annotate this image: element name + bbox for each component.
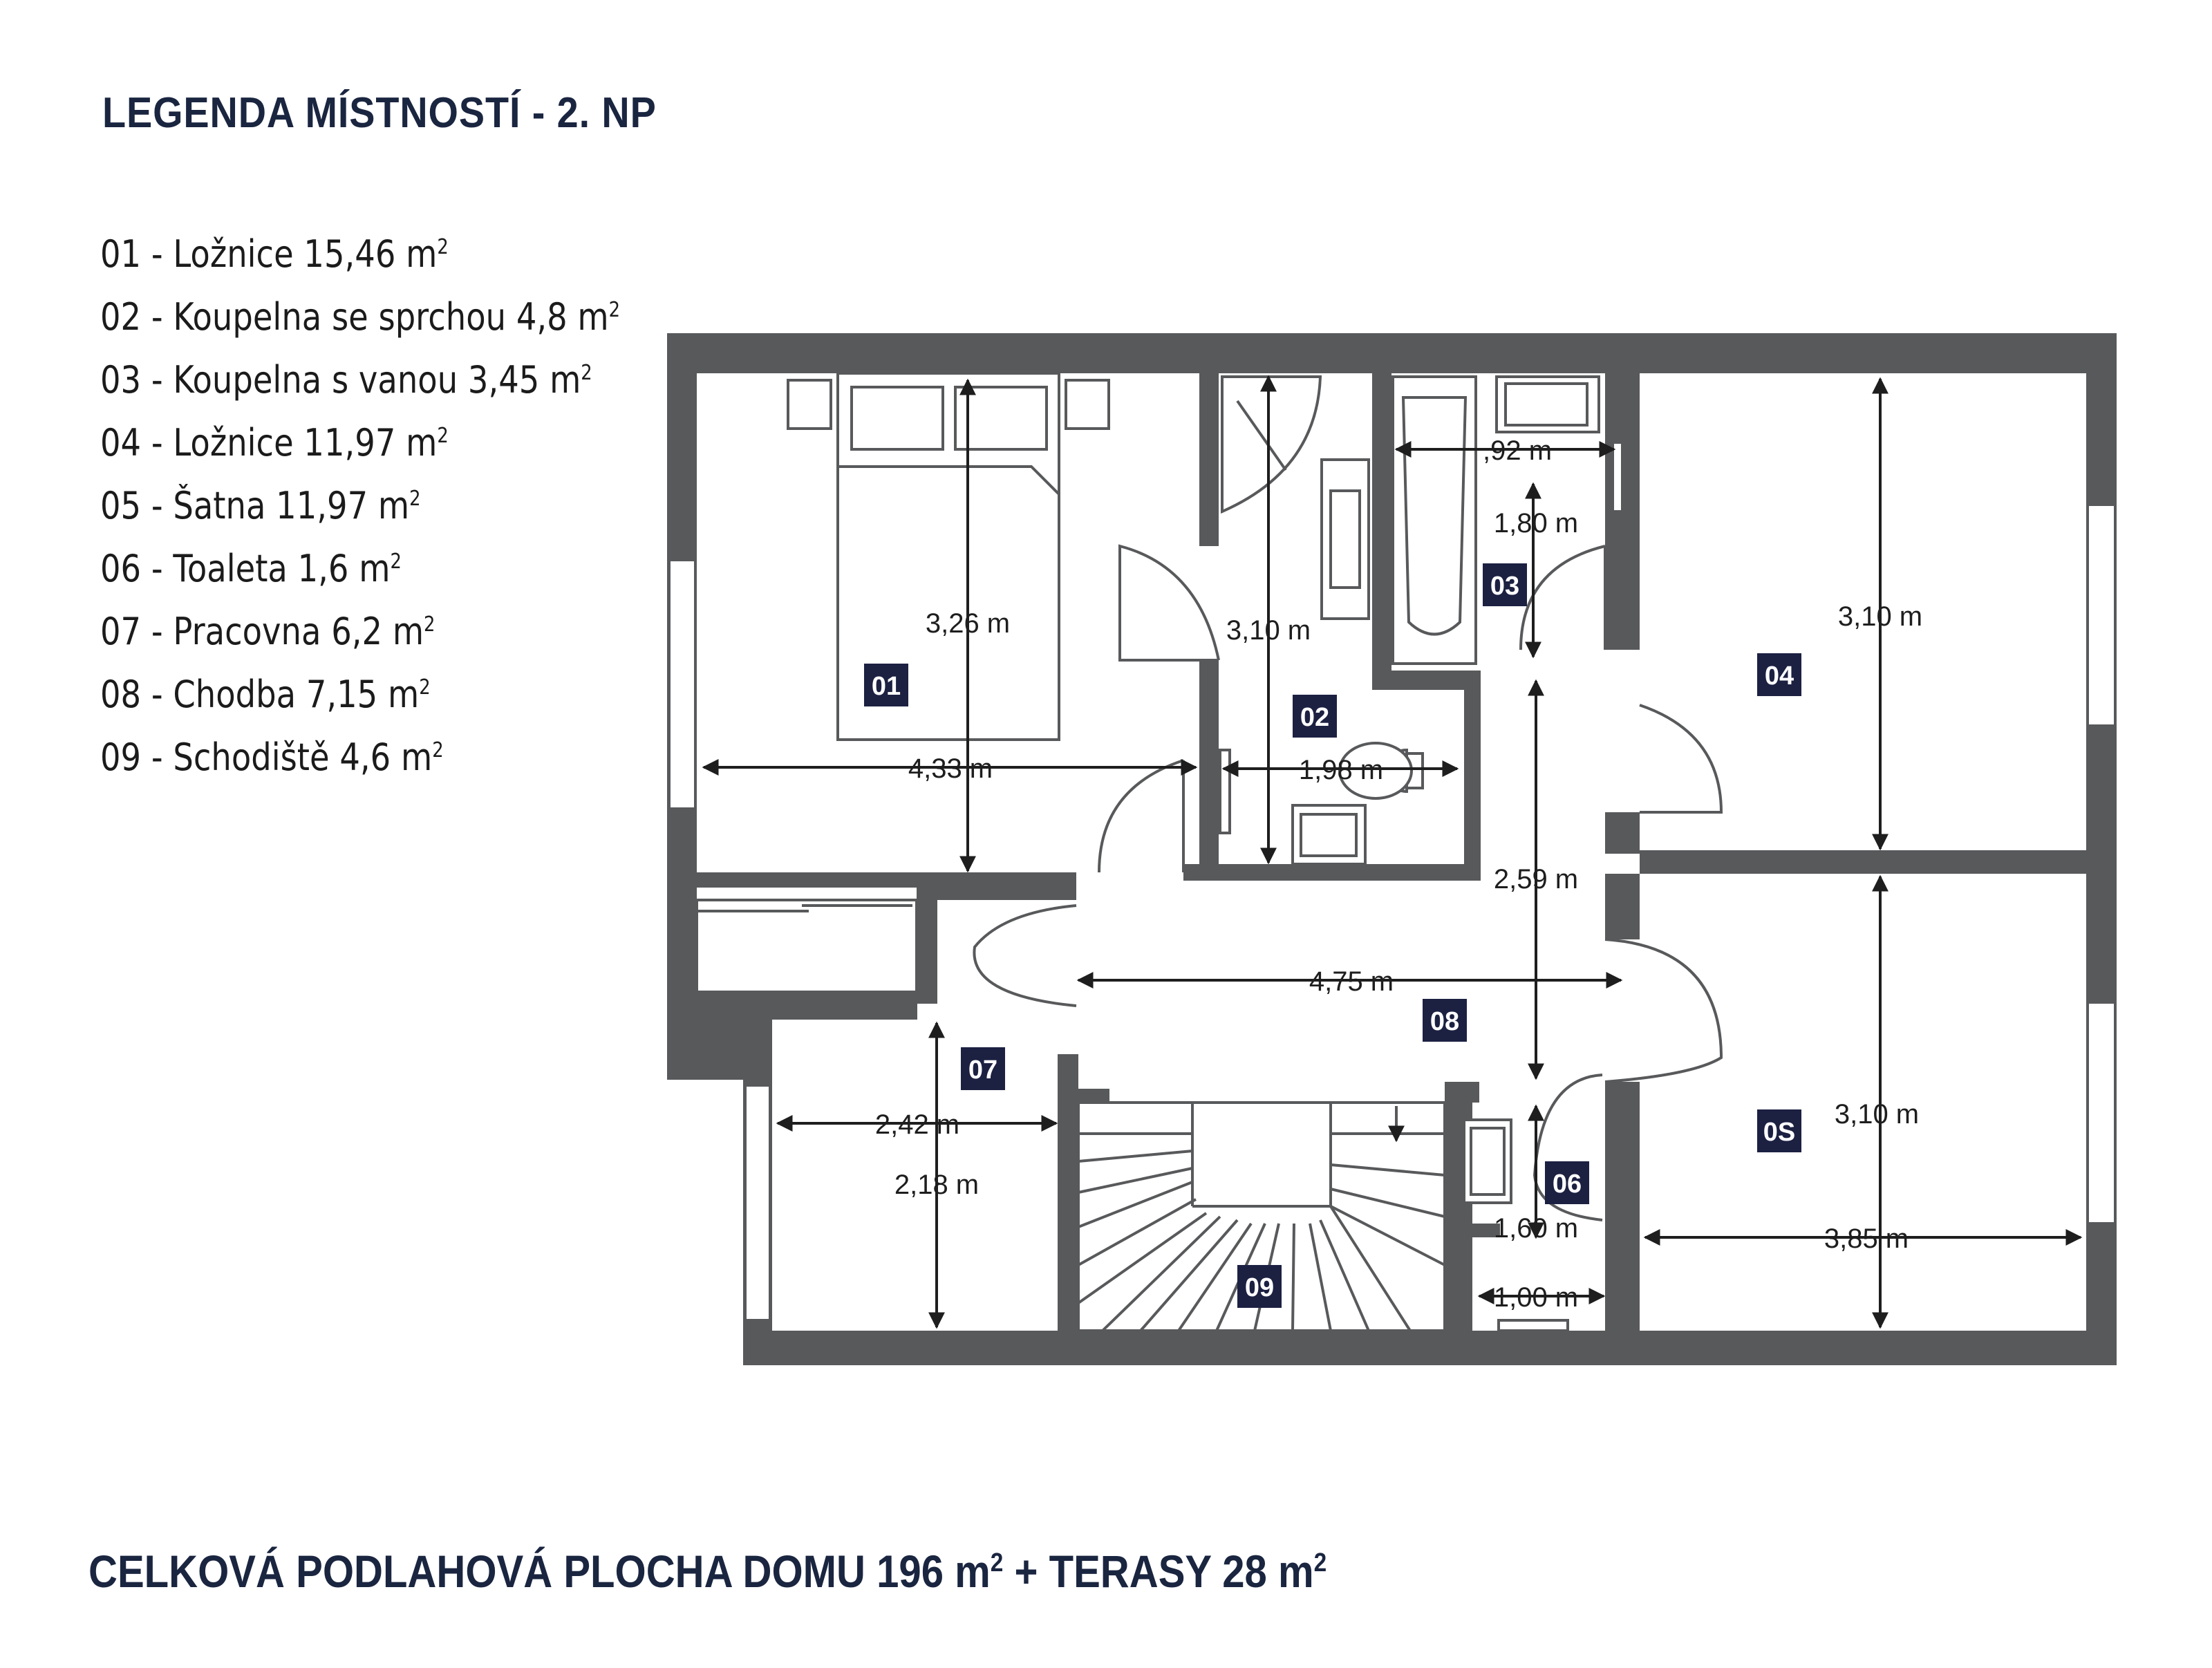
svg-text:01: 01 <box>872 672 901 701</box>
legend-item: 02 - Koupelna se sprchou 4,8 m2 <box>100 291 620 354</box>
dim-07-height: 2,18 m <box>894 1170 979 1200</box>
shower <box>1221 375 1322 514</box>
svg-text:08: 08 <box>1430 1007 1459 1036</box>
svg-text:0S: 0S <box>1763 1118 1795 1147</box>
legend-item: 07 - Pracovna 6,2 m2 <box>100 606 620 668</box>
door-swing <box>1098 759 1184 873</box>
dim-01-height: 3,26 m <box>926 608 1010 639</box>
legend-sup: 2 <box>608 298 621 322</box>
room-labels: 01 02 03 04 0S 06 07 08 09 <box>864 563 1801 1308</box>
total-area-footer: CELKOVÁ PODLAHOVÁ PLOCHA DOMU 196 m2 + T… <box>88 1545 1327 1597</box>
legend-item: 09 - Schodiště 4,6 m2 <box>100 731 620 794</box>
legend-sup: 2 <box>432 738 444 762</box>
legend-text: 02 - Koupelna se sprchou 4,8 m <box>100 295 609 339</box>
legend-item: 06 - Toaleta 1,6 m2 <box>100 543 620 606</box>
legend-text: 04 - Ložnice 11,97 m <box>100 421 438 465</box>
dim-08-height: 2,59 m <box>1494 864 1578 894</box>
room-label-09: 09 <box>1237 1265 1282 1308</box>
dim-05-height: 3,10 m <box>1835 1099 1919 1130</box>
legend-text: 08 - Chodba 7,15 m <box>100 673 420 716</box>
legend-item: 04 - Ložnice 11,97 m2 <box>100 417 620 480</box>
legend-sup: 2 <box>424 612 435 637</box>
footer-text: CELKOVÁ PODLAHOVÁ PLOCHA DOMU 196 m <box>88 1546 991 1597</box>
legend-text: 03 - Koupelna s vanou 3,45 m <box>100 358 581 402</box>
footer-sup: 2 <box>990 1548 1004 1577</box>
svg-text:06: 06 <box>1553 1170 1582 1199</box>
dim-06-height: 1,60 m <box>1494 1213 1578 1244</box>
legend-item: 03 - Koupelna s vanou 3,45 m2 <box>100 354 620 417</box>
legend-sup: 2 <box>437 424 449 448</box>
bed-cover <box>838 465 1060 496</box>
legend-text: 01 - Ložnice 15,46 m <box>100 232 438 276</box>
nightstand <box>787 379 832 430</box>
legend-text: 06 - Toaleta 1,6 m <box>100 547 391 590</box>
door-swing <box>1118 544 1220 662</box>
nightstand <box>1065 379 1110 430</box>
legend-sup: 2 <box>437 235 449 259</box>
room-legend: 01 - Ložnice 15,46 m2 02 - Koupelna se s… <box>100 228 705 794</box>
pillow <box>850 386 944 451</box>
dim-08-width: 4,75 m <box>1309 966 1394 997</box>
windows <box>668 503 2117 1322</box>
svg-text:09: 09 <box>1245 1273 1274 1302</box>
svg-text:02: 02 <box>1300 703 1329 732</box>
legend-sup: 2 <box>390 550 402 574</box>
room-label-07: 07 <box>961 1047 1005 1090</box>
room-label-08: 08 <box>1423 999 1467 1042</box>
legend-sup: 2 <box>409 487 421 511</box>
room-label-02: 02 <box>1293 695 1337 738</box>
legend-item: 01 - Ložnice 15,46 m2 <box>100 228 620 291</box>
door-swing <box>1519 545 1606 650</box>
dim-07-width: 2,42 m <box>875 1109 959 1140</box>
room-label-04: 04 <box>1757 653 1801 696</box>
dimension-labels: 4,33 m 3,26 m 1,98 m 3,10 m ,92 m 1,80 m… <box>875 435 1922 1313</box>
legend-text: 07 - Pracovna 6,2 m <box>100 610 424 653</box>
wardrobe <box>695 899 918 993</box>
legend-item: 08 - Chodba 7,15 m2 <box>100 668 620 731</box>
dim-02-height: 3,10 m <box>1226 615 1311 646</box>
dim-06-width: 1,00 m <box>1494 1282 1578 1313</box>
room-label-06: 06 <box>1545 1161 1589 1204</box>
room-label-01: 01 <box>864 664 908 706</box>
dim-01-width: 4,33 m <box>908 753 993 784</box>
legend-text: 09 - Schodiště 4,6 m <box>100 735 433 779</box>
toilet <box>1497 1319 1569 1332</box>
page-title: LEGENDA MÍSTNOSTÍ - 2. NP <box>102 89 657 137</box>
dimension-lines <box>702 375 2083 1329</box>
legend-item: 05 - Šatna 11,97 m2 <box>100 480 620 543</box>
footer-text: + TERASY 28 m <box>1003 1546 1314 1597</box>
dim-05-width: 3,85 m <box>1824 1224 1909 1254</box>
dim-02-width: 1,98 m <box>1299 755 1383 785</box>
door-swing <box>1604 938 1723 1083</box>
door-swing <box>973 904 1077 1007</box>
room-label-05: 0S <box>1757 1109 1801 1152</box>
dim-03-width: ,92 m <box>1483 435 1552 466</box>
footer-sup: 2 <box>1313 1548 1327 1577</box>
legend-text: 05 - Šatna 11,97 m <box>100 484 410 527</box>
svg-text:03: 03 <box>1490 572 1519 601</box>
legend-sup: 2 <box>419 675 431 700</box>
dim-03-height: 1,80 m <box>1494 508 1578 538</box>
room-label-03: 03 <box>1483 563 1527 606</box>
svg-text:04: 04 <box>1765 662 1794 691</box>
door-swing <box>1639 704 1723 814</box>
dim-04-height: 3,10 m <box>1838 601 1922 632</box>
legend-sup: 2 <box>581 361 592 385</box>
svg-text:07: 07 <box>968 1056 997 1085</box>
